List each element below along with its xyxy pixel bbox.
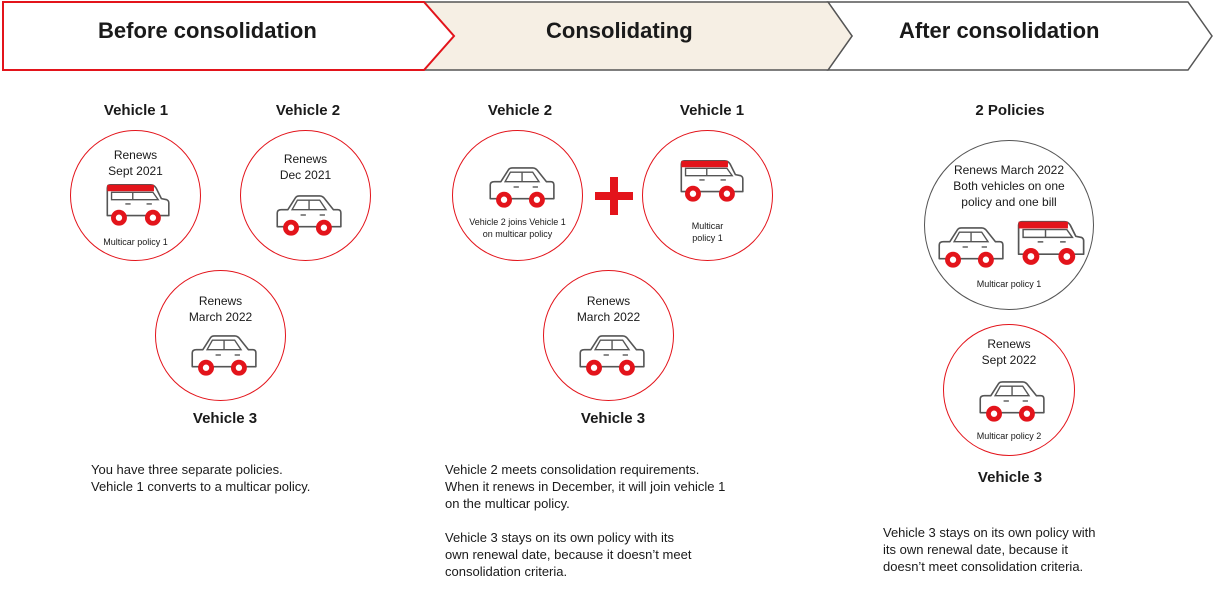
car-icon bbox=[188, 331, 258, 379]
step-label-before: Before consolidation bbox=[98, 18, 317, 43]
consolidating-vehicle3-title: Vehicle 3 bbox=[580, 410, 646, 427]
consolidating-vehicle2-title: Vehicle 2 bbox=[487, 102, 553, 119]
renews-label: Renews bbox=[283, 152, 328, 166]
suv-car-icon bbox=[1013, 217, 1087, 269]
car-icon bbox=[273, 191, 343, 239]
car-icon bbox=[576, 331, 646, 379]
renewal-date: March 2022 bbox=[188, 310, 253, 324]
step-chevron-bar bbox=[2, 1, 1213, 71]
combined-line3: policy and one bill bbox=[961, 195, 1057, 209]
after-policies-title: 2 Policies bbox=[975, 102, 1045, 119]
before-description: You have three separate policies. Vehicl… bbox=[91, 462, 311, 494]
before-vehicle2-title: Vehicle 2 bbox=[275, 102, 341, 119]
combined-line2: Both vehicles on one bbox=[953, 179, 1065, 193]
renews-label: Renews bbox=[113, 148, 158, 162]
consolidating-vehicle1-circle: Multicar policy 1 bbox=[642, 130, 773, 261]
join-note-line2: on multicar policy bbox=[482, 229, 553, 239]
renewal-date: Sept 2021 bbox=[108, 164, 163, 178]
before-vehicle1-title: Vehicle 1 bbox=[103, 102, 169, 119]
after-vehicle3-title: Vehicle 3 bbox=[977, 469, 1043, 486]
car-icon bbox=[486, 163, 556, 211]
step-label-after: After consolidation bbox=[899, 18, 1100, 43]
multicar-note-line1: Multicar bbox=[691, 221, 724, 231]
renews-label: Renews bbox=[987, 337, 1031, 351]
before-vehicle2-circle: Renews Dec 2021 bbox=[240, 130, 371, 261]
after-combined-circle: Renews March 2022 Both vehicles on one p… bbox=[924, 140, 1094, 310]
car-icon bbox=[935, 223, 1005, 271]
after-description: Vehicle 3 stays on its own policy with i… bbox=[883, 525, 1096, 574]
policy-note: Multicar policy 1 bbox=[976, 279, 1042, 289]
combined-renewal: Renews March 2022 bbox=[953, 163, 1065, 177]
suv-car-icon bbox=[676, 157, 746, 205]
before-vehicle3-title: Vehicle 3 bbox=[192, 410, 258, 427]
renewal-date: Sept 2022 bbox=[981, 353, 1037, 367]
renewal-date: Dec 2021 bbox=[279, 168, 332, 182]
plus-icon bbox=[595, 177, 633, 215]
policy-note: Multicar policy 2 bbox=[976, 431, 1042, 441]
consolidating-vehicle3-circle: Renews March 2022 bbox=[543, 270, 674, 401]
consolidating-paragraph2: Vehicle 3 stays on its own policy with i… bbox=[445, 530, 692, 579]
consolidating-paragraph1: Vehicle 2 meets consolidation requiremen… bbox=[445, 462, 726, 511]
join-note-line1: Vehicle 2 joins Vehicle 1 bbox=[469, 217, 566, 227]
renewal-date: March 2022 bbox=[576, 310, 641, 324]
renews-label: Renews bbox=[198, 294, 243, 308]
consolidating-vehicle2-circle: Vehicle 2 joins Vehicle 1 on multicar po… bbox=[452, 130, 583, 261]
after-vehicle3-circle: Renews Sept 2022 Multicar policy 2 bbox=[943, 324, 1075, 456]
step-after-shape bbox=[2, 1, 456, 71]
consolidating-vehicle1-title: Vehicle 1 bbox=[679, 102, 745, 119]
multicar-note-line2: policy 1 bbox=[692, 233, 723, 243]
car-icon bbox=[976, 377, 1046, 425]
step-label-consolidating: Consolidating bbox=[546, 18, 693, 43]
renews-label: Renews bbox=[586, 294, 631, 308]
suv-car-icon bbox=[102, 181, 172, 229]
policy-note: Multicar policy 1 bbox=[103, 237, 168, 247]
before-vehicle3-circle: Renews March 2022 bbox=[155, 270, 286, 401]
before-vehicle1-circle: Renews Sept 2021 Multicar policy 1 bbox=[70, 130, 201, 261]
